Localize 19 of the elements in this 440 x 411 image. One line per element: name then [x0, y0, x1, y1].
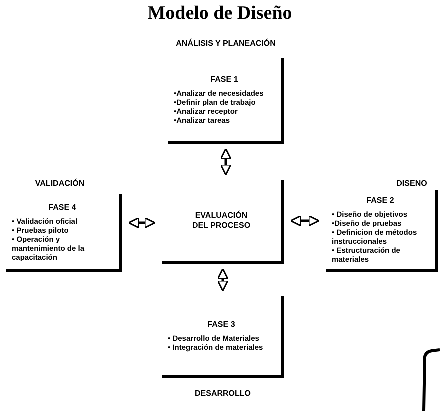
stage-heading: DISENO [396, 178, 428, 190]
phase-box [168, 58, 284, 144]
phase-title: FASE 1 [210, 74, 240, 86]
double-arrow [290, 215, 320, 227]
stage-heading: DESARROLLO [194, 388, 252, 400]
diagram-title: Modelo de Diseño [146, 4, 294, 23]
phase-title: FASE 2 [366, 195, 396, 207]
phase-title: FASE 3 [206, 319, 236, 331]
double-arrow [217, 268, 229, 292]
phase-box [6, 194, 122, 272]
double-arrow [220, 148, 232, 176]
stage-heading: ANÁLISIS Y PLANEACIÓN [175, 38, 277, 50]
box-title: EVALUACIÓN DEL PROCESO [191, 210, 252, 230]
phase-box [326, 190, 438, 272]
phase-box [162, 296, 284, 378]
double-arrow [128, 217, 156, 229]
process-box [162, 180, 284, 264]
phase-title: FASE 4 [48, 202, 78, 214]
stage-heading: VALIDACIÓN [34, 178, 86, 190]
